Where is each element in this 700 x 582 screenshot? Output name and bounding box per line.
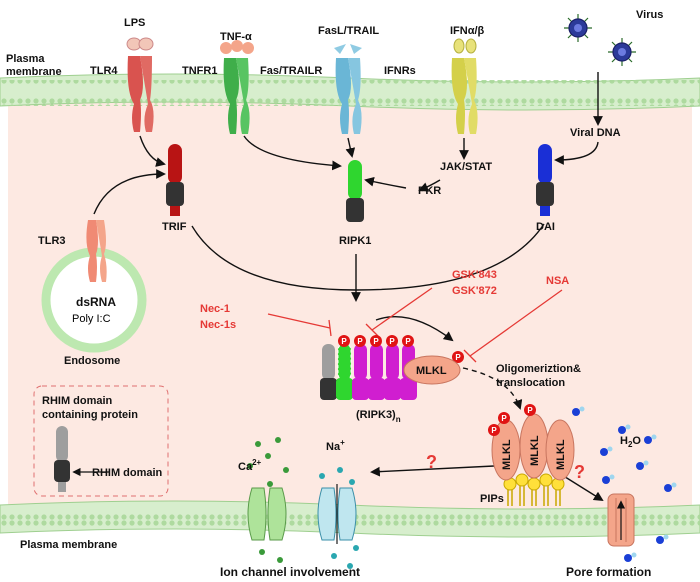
question-pore: ? — [574, 462, 585, 482]
virus-label: Virus — [636, 9, 663, 21]
legend-line-2: containing protein — [42, 409, 138, 421]
tnfa-label: TNF-α — [220, 31, 252, 43]
sodium-text: Na — [326, 441, 341, 453]
phospho-p: P — [491, 426, 497, 435]
question-ion: ? — [426, 452, 437, 472]
gsk872-label: GSK'872 — [452, 285, 497, 297]
tnfr1-label: TNFR1 — [182, 65, 217, 77]
phospho-p: P — [501, 414, 507, 423]
sodium-label: Na+ — [326, 438, 345, 453]
fas-label: Fas/TRAILR — [260, 65, 322, 77]
phospho-p: P — [389, 337, 395, 346]
oligo-label-1: Oligomeriztion& — [496, 363, 581, 375]
ripk3-label: (RIPK3)n — [356, 409, 401, 424]
water-molecules — [572, 406, 677, 562]
nec1s-label: Nec-1s — [200, 319, 236, 331]
jak-stat-label: JAK/STAT — [440, 161, 492, 173]
virus-particles — [564, 14, 636, 66]
phospho-p: P — [357, 337, 363, 346]
pore-formation-label: Pore formation — [566, 565, 651, 579]
calcium-ions — [247, 437, 289, 563]
legend-box — [33, 385, 169, 497]
mlkl-oligo-2: MLKL — [529, 435, 541, 466]
phospho-markers: P P P P P P — [338, 335, 464, 363]
phospho-p: P — [341, 337, 347, 346]
gsk843-label: GSK'843 — [452, 269, 497, 281]
water-h: H — [620, 435, 628, 447]
tnfr1-receptor — [220, 40, 254, 134]
phospho-p: P — [527, 406, 533, 415]
calcium-text: Ca — [238, 461, 253, 473]
membrane-pore — [607, 493, 635, 547]
calcium-charge: 2+ — [252, 458, 261, 467]
sodium-channel — [317, 484, 357, 544]
phospho-p: P — [455, 353, 461, 362]
dai-protein — [536, 144, 554, 216]
polyic-label: Poly I:C — [72, 313, 111, 325]
ifnrs-label: IFNRs — [384, 65, 416, 77]
viral-dna-label: Viral DNA — [570, 127, 621, 139]
fasl-label: FasL/TRAIL — [318, 25, 379, 37]
dai-label: DAI — [536, 221, 555, 233]
top-membrane-label-2: membrane — [6, 66, 62, 78]
nsa-label: NSA — [546, 275, 569, 287]
water-sub: 2 — [628, 440, 633, 449]
oligo-label-2: translocation — [496, 377, 565, 389]
pkr-label: PKR — [418, 185, 441, 197]
mlkl-oligomer — [491, 413, 575, 506]
mlkl-label: MLKL — [416, 365, 447, 377]
phospho-p: P — [405, 337, 411, 346]
ripk3-prefix: (RIPK3) — [356, 409, 396, 421]
top-membrane-label: Plasma — [6, 53, 45, 65]
ion-channel-label: Ion channel involvement — [220, 565, 360, 579]
inhibitor-lines — [267, 287, 563, 363]
tlr3-label: TLR3 — [38, 235, 66, 247]
phospho-p: P — [373, 337, 379, 346]
endosome-label: Endosome — [64, 355, 120, 367]
mlkl-oligo-3: MLKL — [555, 439, 567, 470]
legend-line-1: RHIM domain — [42, 395, 113, 407]
calcium-channel — [247, 487, 287, 541]
mlkl-oligo-1: MLKL — [501, 439, 513, 470]
trif-protein — [166, 144, 184, 216]
ifn-label: IFNα/β — [450, 25, 485, 37]
water-o: O — [632, 435, 641, 447]
oligomer-phospho: P P P — [488, 404, 536, 436]
bottom-membrane-label: Plasma membrane — [20, 539, 117, 551]
sodium-ions — [319, 467, 359, 569]
tlr4-receptor — [126, 37, 154, 132]
endosome — [41, 220, 147, 353]
pips-label: PIPs — [480, 493, 504, 505]
ripk3-subscript: n — [396, 415, 401, 424]
ripk1-label: RIPK1 — [339, 235, 371, 247]
sodium-charge: + — [340, 438, 345, 447]
ifnr-receptor — [451, 38, 478, 134]
lps-label: LPS — [124, 17, 145, 29]
water-label: H2O — [620, 435, 641, 449]
nec1-label: Nec-1 — [200, 303, 230, 315]
calcium-label: Ca2+ — [238, 458, 262, 473]
fas-receptor — [334, 44, 362, 134]
legend-rhim-label: RHIM domain — [92, 467, 163, 479]
dsrna-label: dsRNA — [76, 295, 116, 309]
ripk1-protein — [346, 160, 364, 222]
mlkl-monomer — [403, 355, 461, 385]
tlr4-label: TLR4 — [90, 65, 118, 77]
trif-label: TRIF — [162, 221, 187, 233]
